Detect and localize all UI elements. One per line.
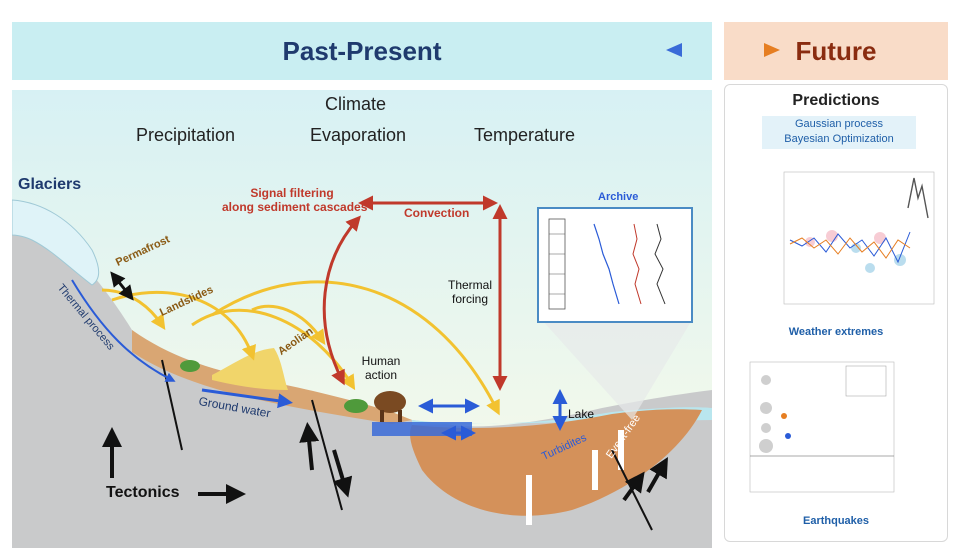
thermal-forcing-label: Thermal forcing [444, 278, 496, 306]
thermal-forcing-line2: forcing [451, 292, 489, 306]
signal-filtering-line2: along sediment cascades [222, 200, 368, 214]
signal-filtering-line1: Signal filtering [250, 186, 334, 200]
predictions-title: Predictions [792, 92, 880, 109]
past-future-arrow-icon [666, 43, 780, 57]
temperature-label: Temperature [474, 125, 576, 145]
human-action-label: Human action [361, 354, 401, 382]
weather-extremes-plot [783, 171, 935, 305]
climate-title: Climate [325, 94, 387, 114]
future-title: Future [795, 36, 877, 66]
glaciers-label: Glaciers [18, 176, 82, 193]
archive-label: Archive [598, 191, 639, 203]
past-present-title: Past-Present [282, 36, 442, 66]
method-bayesian-optimization: Bayesian Optimization [784, 133, 894, 145]
convection-label: Convection [404, 206, 470, 220]
weather-extremes-label: Weather extremes [788, 326, 884, 338]
archive-core-plot [548, 218, 666, 310]
past-present-banner [12, 22, 712, 80]
tectonics-label: Tectonics [106, 484, 180, 501]
signal-filtering-label: Signal filtering along sediment cascades [222, 186, 368, 214]
archive-panel [537, 207, 693, 323]
precipitation-label: Precipitation [136, 125, 236, 145]
methods-box: Gaussian process Bayesian Optimization [762, 116, 916, 149]
lake-label: Lake [568, 407, 595, 421]
method-gaussian-process: Gaussian process [794, 118, 884, 130]
evaporation-label: Evaporation [310, 125, 407, 145]
earthquakes-plot [749, 361, 895, 493]
thermal-forcing-line1: Thermal [447, 278, 492, 292]
earthquakes-label: Earthquakes [802, 515, 870, 527]
